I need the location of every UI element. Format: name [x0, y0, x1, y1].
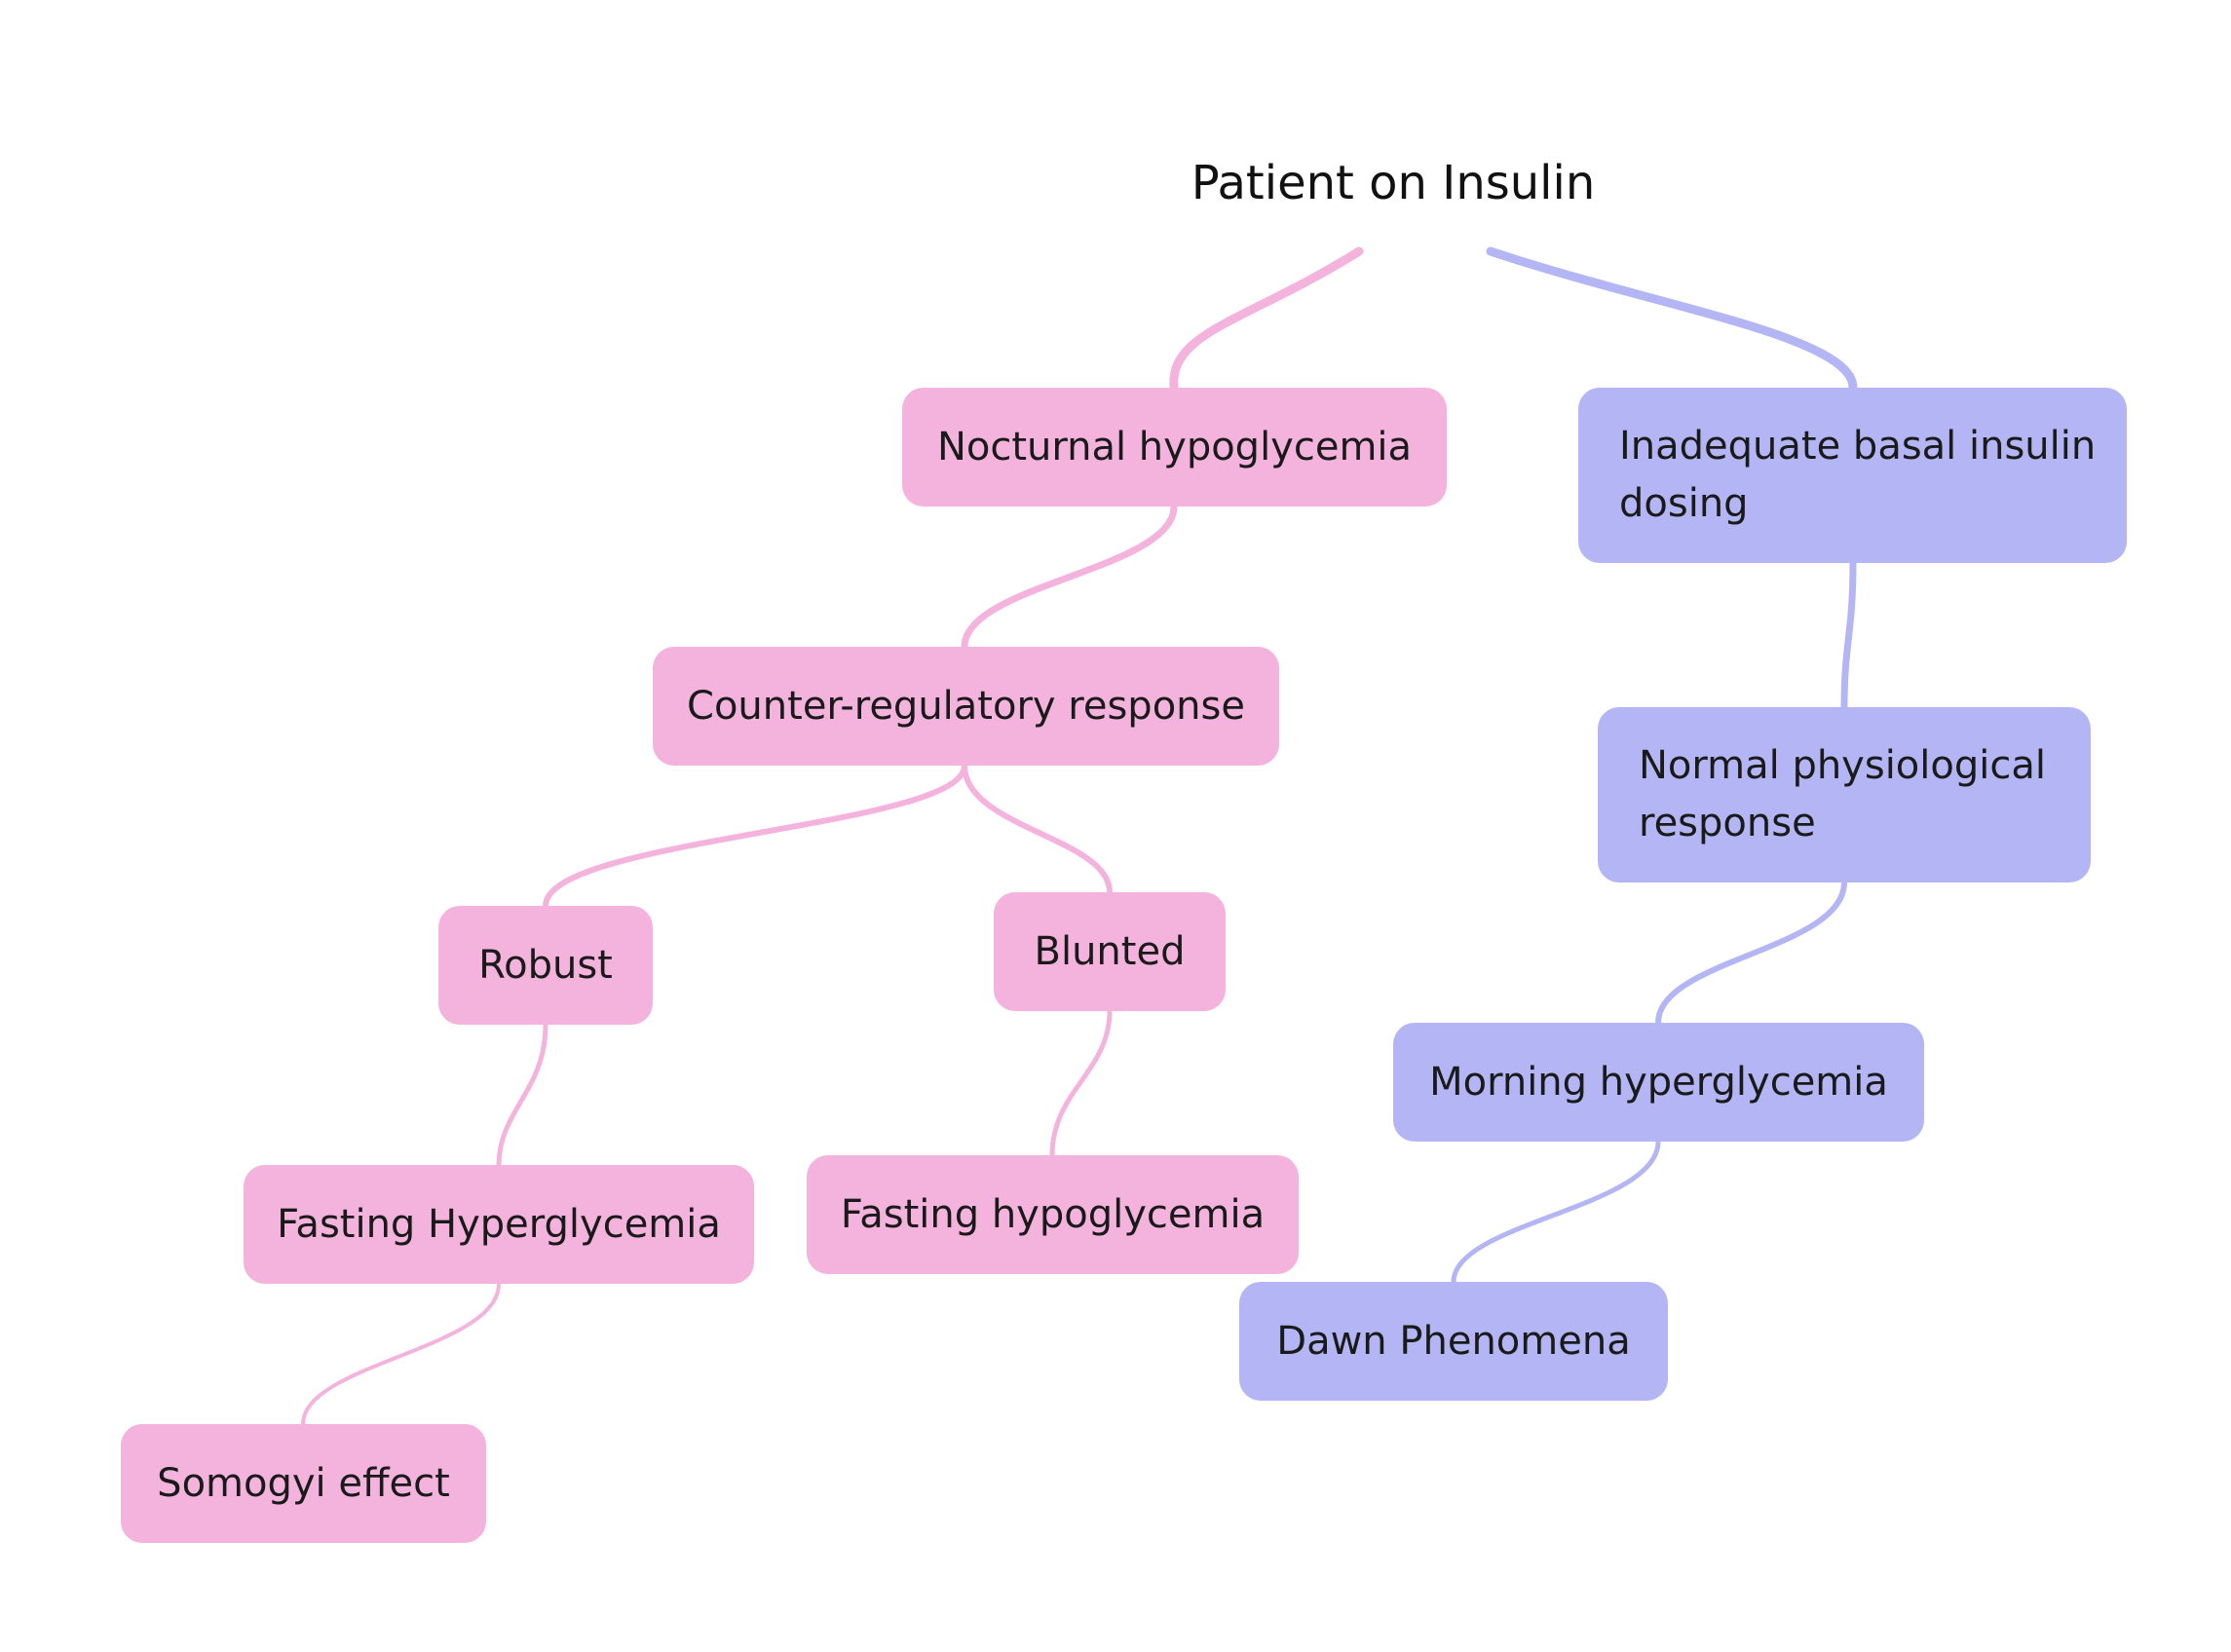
edge-blunted-to-fasting-hypo [1049, 1008, 1113, 1158]
node-dawn-phenomena: Dawn Phenomena [1239, 1282, 1668, 1401]
node-normal-physiological-response: Normal physiological response [1598, 707, 2091, 882]
node-label: Fasting hypoglycemia [840, 1191, 1266, 1237]
node-label: Fasting Hyperglycemia [277, 1201, 721, 1247]
edge-counter-to-blunted [962, 763, 1113, 895]
node-inadequate-basal-insulin-dosing: Inadequate basal insulin dosing [1578, 388, 2127, 563]
edge-nocturnal-to-counter [961, 503, 1178, 651]
node-label: Inadequate basal insulin dosing [1619, 424, 2097, 526]
node-label: Somogyi effect [157, 1460, 450, 1506]
node-morning-hyperglycemia: Morning hyperglycemia [1393, 1023, 1924, 1142]
node-fasting-hypoglycemia: Fasting hypoglycemia [807, 1155, 1299, 1274]
edge-morning-to-dawn [1451, 1139, 1661, 1285]
node-label: Morning hyperglycemia [1429, 1059, 1888, 1105]
node-label: Nocturnal hypoglycemia [936, 424, 1413, 469]
edge-root-to-nocturnal [1169, 246, 1364, 393]
edge-fasting-hyper-to-somogyi [301, 1282, 501, 1426]
node-blunted: Blunted [994, 892, 1226, 1011]
node-somogyi-effect: Somogyi effect [121, 1424, 486, 1543]
node-nocturnal-hypoglycemia: Nocturnal hypoglycemia [902, 388, 1447, 507]
node-label: Blunted [1034, 928, 1186, 974]
node-label: Dawn Phenomena [1276, 1318, 1631, 1364]
node-counter-regulatory-response: Counter-regulatory response [653, 647, 1279, 766]
edge-normal-to-morning [1655, 880, 1847, 1026]
node-robust: Robust [438, 906, 653, 1025]
root-node-title: Patient on Insulin [1191, 156, 1596, 210]
node-label: Counter-regulatory response [687, 683, 1245, 729]
edge-root-to-inadequate [1486, 246, 1858, 393]
edge-counter-to-robust [543, 763, 967, 909]
edge-robust-to-fasting-hyper [496, 1022, 548, 1168]
node-label: Normal physiological response [1639, 743, 2046, 845]
node-fasting-hyperglycemia: Fasting Hyperglycemia [244, 1165, 754, 1284]
edge-inadequate-to-normal [1840, 559, 1857, 711]
node-label: Robust [478, 942, 613, 988]
